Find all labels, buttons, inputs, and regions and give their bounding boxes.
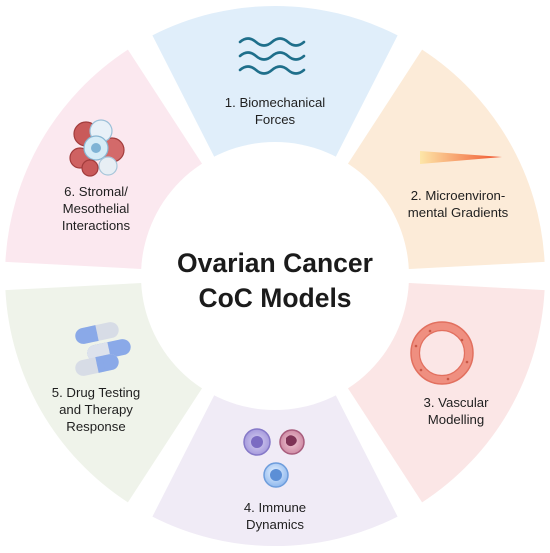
- segment-label-vascular: 3. Vascular Modelling: [423, 395, 489, 427]
- vessel-ring-icon: [410, 321, 474, 385]
- segment-biomechanical: [152, 5, 398, 276]
- segment-label-drug-testing: 5. Drug Testing and Therapy Response: [51, 385, 141, 434]
- capsules-icon: [75, 322, 131, 376]
- segment-label-stromal: 6. Stromal/ Mesothelial Interactions: [61, 184, 131, 233]
- gradient-wedge-icon: [420, 151, 502, 164]
- segment-label-biomechanical: 1. Biomechanical Forces: [224, 95, 326, 127]
- segment-label-immune: 4. Immune Dynamics: [243, 500, 307, 532]
- immune-cells-icon: [243, 428, 305, 488]
- waves-icon: [238, 37, 306, 75]
- cell-cluster-icon: [69, 119, 125, 177]
- center-circle: [141, 142, 409, 410]
- segment-immune: [152, 276, 398, 547]
- center-title: Ovarian Cancer CoC Models: [177, 248, 373, 313]
- segment-label-gradients: 2. Microenviron- mental Gradients: [407, 188, 509, 220]
